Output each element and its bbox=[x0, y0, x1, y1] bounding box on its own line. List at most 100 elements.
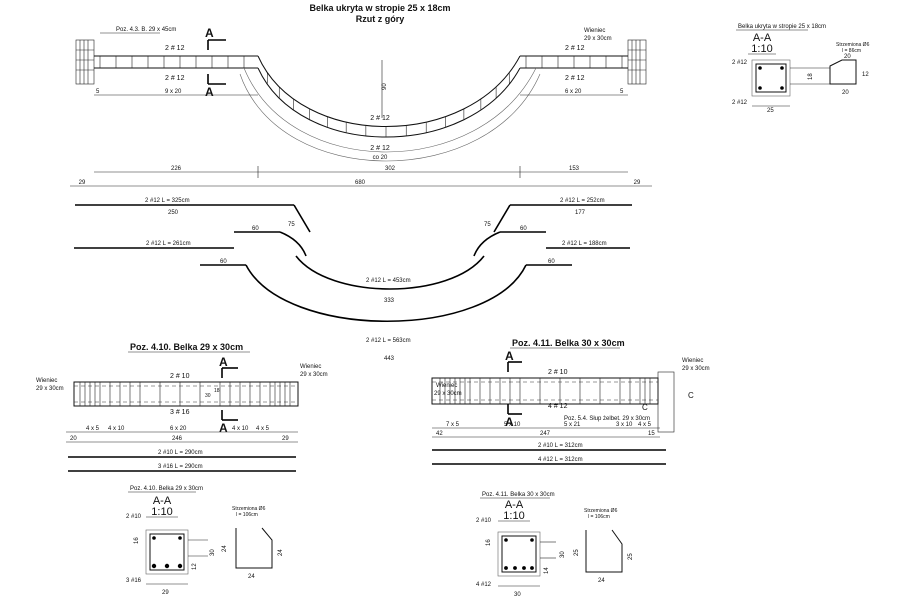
sec410-mark: A-A bbox=[153, 495, 172, 507]
bar-b1: 2 #12 L = 325cm bbox=[145, 198, 190, 204]
sec410-d24-bottom: 24 bbox=[248, 574, 255, 580]
right-stirrups bbox=[525, 56, 623, 68]
label-poz43: Poz. 4.3. B. 29 x 45cm bbox=[116, 27, 176, 33]
beam411-d4x5: 4 x 5 bbox=[638, 422, 652, 428]
bar-label-top-right: 2 # 12 bbox=[565, 45, 585, 52]
section-top-right: Belka ukryta w stropie 25 x 18cm A-A 1:1… bbox=[732, 24, 870, 114]
beam410-title: Poz. 4.10. Belka 29 x 30cm bbox=[130, 342, 243, 352]
bar-b6: 2 #12 L = 563cm bbox=[366, 338, 411, 344]
sec411-d14: 14 bbox=[544, 567, 550, 574]
beam410-wieniec-left: Wieniec bbox=[36, 378, 57, 384]
dim-29-left: 29 bbox=[79, 180, 86, 186]
beam410-bottom-bars: 3 # 16 bbox=[170, 409, 190, 416]
bar-d75-right: 75 bbox=[484, 222, 491, 228]
beam411-wieniec-left: Wieniec bbox=[436, 383, 457, 389]
sec410-stirrup: Strzemiona Ø6 bbox=[232, 506, 266, 512]
sec411-top: 2 #10 bbox=[476, 518, 492, 524]
beam411-d3x10: 3 x 10 bbox=[616, 422, 633, 428]
bar-b3: 2 #12 L = 261cm bbox=[146, 241, 191, 247]
sectop-d20-bottom: 20 bbox=[842, 90, 849, 96]
beam411-wieniec-right-size: 29 x 30cm bbox=[682, 366, 710, 372]
bar-d60-c: 60 bbox=[220, 259, 227, 265]
sec410-scale: 1:10 bbox=[151, 506, 172, 518]
dim-5-right: 5 bbox=[620, 89, 624, 95]
beam410-top-bars: 2 # 10 bbox=[170, 373, 190, 380]
sec410-d29: 29 bbox=[162, 590, 169, 596]
sectop-d25: 25 bbox=[767, 108, 774, 114]
svg-text:A: A bbox=[205, 26, 214, 40]
plan-subtitle: Rzut z góry bbox=[356, 14, 405, 24]
sec411-d25-side: 25 bbox=[574, 549, 580, 556]
plan-title: Belka ukryta w stropie 25 x 18cm bbox=[309, 3, 450, 13]
bar-b5: 2 #12 L = 453cm bbox=[366, 278, 411, 284]
bar-d75-left: 75 bbox=[288, 222, 295, 228]
beam410-wieniec-right: Wieniec bbox=[300, 364, 321, 370]
bar-b2-len: 177 bbox=[575, 210, 586, 216]
beam411-bottom-bars: 4 # 12 bbox=[548, 403, 568, 410]
bar-label-curve-inner: 2 # 12 bbox=[370, 115, 390, 122]
sec411-d24-bottom: 24 bbox=[598, 578, 605, 584]
beam411-title: Poz. 4.11. Belka 30 x 30cm bbox=[512, 338, 625, 348]
dim-co20: co 20 bbox=[373, 155, 388, 161]
beam411-stirrups bbox=[439, 378, 651, 404]
sec410-d12: 12 bbox=[192, 563, 198, 570]
sec411-stirrup: Strzemiona Ø6 bbox=[584, 508, 618, 514]
beam410-d6x20: 6 x 20 bbox=[170, 426, 187, 432]
bar-d60-b: 60 bbox=[520, 226, 527, 232]
bar-d60-a: 60 bbox=[252, 226, 259, 232]
bar-b5-len: 333 bbox=[384, 298, 395, 304]
bar-b2: 2 #12 L = 252cm bbox=[560, 198, 605, 204]
beam410-wieniec-right-size: 29 x 30cm bbox=[300, 372, 328, 378]
beam411-markC-left: C bbox=[642, 403, 648, 412]
sectop-d18: 18 bbox=[808, 73, 814, 80]
beam411-d15: 15 bbox=[648, 431, 655, 437]
sectop-bar-bottom: 2 #12 bbox=[732, 100, 748, 106]
section-mark-A-top: A A bbox=[205, 26, 226, 99]
beam411-top-bars: 2 # 10 bbox=[548, 369, 568, 376]
sectop-d12: 12 bbox=[862, 72, 869, 78]
sec411-stirrup-len: l = 106cm bbox=[588, 514, 610, 520]
beam411-section-mark: A A bbox=[505, 349, 522, 429]
beam410-d4x10b: 4 x 10 bbox=[232, 426, 249, 432]
sectop-stirrup: Strzemiona Ø6 bbox=[836, 42, 870, 48]
bar-label-top-left: 2 # 12 bbox=[165, 45, 185, 52]
sec411-d30-bottom: 30 bbox=[514, 592, 521, 598]
beam411-markC-right: C bbox=[688, 391, 694, 400]
sec410-bottom: 3 #16 bbox=[126, 578, 142, 584]
beam-411-elevation: Poz. 4.11. Belka 30 x 30cm Wieniec 29 x … bbox=[431, 338, 710, 465]
beam410-section-mark: A A bbox=[219, 355, 238, 435]
bar-label-curve-outer: 2 # 12 bbox=[370, 145, 390, 152]
plan-view: Belka ukryta w stropie 25 x 18cm Rzut z … bbox=[70, 3, 652, 187]
svg-text:A: A bbox=[505, 349, 514, 363]
sec410-d16: 16 bbox=[134, 537, 140, 544]
sec410-title: Poz. 4.10. Belka 29 x 30cm bbox=[130, 486, 203, 492]
svg-text:A: A bbox=[219, 355, 228, 369]
sectop-stirrup-len: l = 86cm bbox=[842, 48, 861, 54]
curved-stirrups bbox=[267, 72, 510, 137]
label-wieniec-top-size: 29 x 30cm bbox=[584, 36, 612, 42]
sectop-d20-top: 20 bbox=[844, 54, 851, 60]
beam411-d42: 42 bbox=[436, 431, 443, 437]
beam410-d29: 29 bbox=[282, 436, 289, 442]
sectop-bar-top: 2 #12 bbox=[732, 60, 748, 66]
beam410-d20: 20 bbox=[70, 436, 77, 442]
beam411-d5x10: 5 x 10 bbox=[504, 422, 521, 428]
sec410-top: 2 #10 bbox=[126, 514, 142, 520]
right-support bbox=[627, 39, 647, 85]
beam411-wieniec-right: Wieniec bbox=[682, 358, 703, 364]
sec411-d30: 30 bbox=[560, 551, 566, 558]
bar-d60-d: 60 bbox=[548, 259, 555, 265]
beam410-wieniec-left-size: 29 x 30cm bbox=[36, 386, 64, 392]
dim-9x20: 9 x 20 bbox=[165, 89, 182, 95]
sec411-scale: 1:10 bbox=[503, 510, 524, 522]
sectop-scale: 1:10 bbox=[751, 43, 772, 55]
dim-302: 302 bbox=[385, 166, 396, 172]
sectop-mark: A-A bbox=[753, 32, 772, 44]
svg-text:A: A bbox=[505, 415, 514, 429]
dim-5-left: 5 bbox=[96, 89, 100, 95]
sec411-mark: A-A bbox=[505, 499, 524, 511]
sec410-d24-right: 24 bbox=[278, 549, 284, 556]
bar-label-bottom-right: 2 # 12 bbox=[565, 75, 585, 82]
beam410-stirrups bbox=[79, 382, 291, 406]
beam410-bar1: 2 #10 L = 290cm bbox=[158, 450, 203, 456]
